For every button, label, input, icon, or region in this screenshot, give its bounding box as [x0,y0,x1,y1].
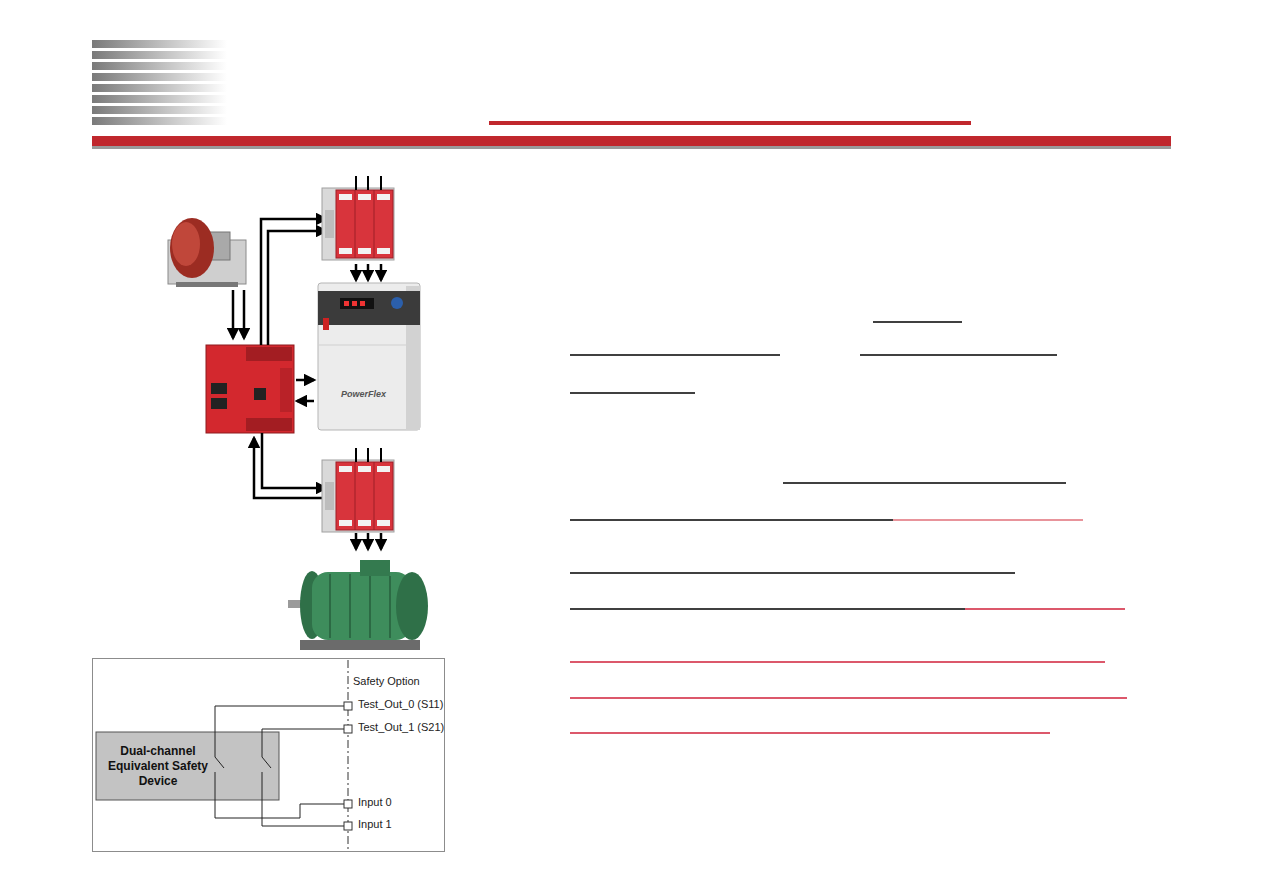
wiring-arrows-part [232,290,235,338]
wiring-schematic-part-part [344,800,352,808]
drive-part [318,283,420,430]
safety-device-box: Dual-channel Equivalent Safety Device [96,732,279,800]
header-stripes-part [92,51,227,59]
pin-name: Input 0 [358,796,392,809]
blank-lines-part [965,608,1125,610]
blank-lines-part [570,519,893,521]
wiring-arrows-part [262,433,326,488]
safety-relay-part [211,383,227,394]
header-stripes-part [92,106,227,114]
drive [318,283,420,430]
title-underline [489,121,971,125]
brand-logo: PowerFlex [341,389,386,399]
motor-part [389,576,391,638]
wiring-schematic-part-part [215,757,224,768]
wiring-arrows-part [380,533,383,549]
wiring-arrows-part [243,290,246,338]
safety-relay-part [211,398,227,409]
pin-name: Input 1 [358,818,392,831]
wiring-arrows-part [268,231,326,345]
motor-part [329,574,331,638]
blank-lines-part [860,354,1057,356]
blank-lines-part [570,572,1015,574]
wiring-schematic [93,659,445,852]
drive-part [318,345,406,346]
header-stripes-part [92,40,227,48]
motor-part [300,640,420,650]
wiring-arrows-part [261,219,326,345]
motor-part [349,574,351,638]
header-stripes-part [92,73,227,81]
header-stripes-part [92,62,227,70]
wiring-schematic-part-part [215,706,344,757]
section-label: Safety Option [353,675,420,688]
estop-button [168,218,246,287]
blank-lines-part [783,482,1066,484]
header-stripes-part [92,117,227,125]
header-stripes [92,40,227,125]
wiring-schematic-part [96,732,279,800]
blank-lines-part [570,354,780,356]
motor-part [369,576,371,638]
wiring-schematic-part [344,702,352,830]
safety-relay-part [280,368,292,412]
drive-part [318,291,420,325]
wiring-arrows-part [380,264,383,280]
pin-name: Test_Out_0 (S11) [358,698,443,711]
blank-lines-part [873,321,962,323]
drive-part [344,301,349,306]
header-stripes-part [92,95,227,103]
wiring-arrows-part [367,533,370,549]
motor-part [360,560,390,576]
wiring-schematic-part [215,706,344,826]
wiring-schematic-part-part [262,772,344,826]
wiring-schematic-part-part [344,702,352,710]
device-label: Dual-channel Equivalent Safety Device [102,744,214,789]
blank-lines-part [570,732,1050,734]
wiring-schematic-part-part [262,729,344,757]
wiring-arrows-part [367,264,370,280]
estop-button-part [172,222,200,266]
header-band-part [92,146,1171,149]
estop-button-part [170,218,214,278]
motor [288,560,428,650]
safety-relay [206,345,294,433]
header-stripes-part [92,84,227,92]
blank-lines-part [570,697,1127,699]
safety-relay-part [206,345,294,433]
pin-name: Test_Out_1 (S21) [358,721,444,734]
drive-part [391,297,403,309]
contactor [322,176,394,260]
header-band-part [92,136,1171,146]
contactor [322,448,394,532]
drive-part [323,318,329,330]
blank-lines [570,322,1127,733]
wiring-schematic-part-part [344,822,352,830]
wiring-arrows-part [355,533,358,549]
blank-lines-part [570,392,695,394]
drive-part [352,301,357,306]
motor-part [396,572,428,640]
wiring-arrows-part [297,400,314,403]
wiring-arrows-part [355,264,358,280]
wiring-schematic-part-part [215,772,344,818]
wiring-schematic-part-part [344,725,352,733]
wiring-schematic-part-part [262,757,271,768]
wiring-schematic-part [93,659,445,852]
header-band [92,136,1171,149]
estop-button-part [176,282,238,287]
safety-relay-part [246,418,292,431]
drive-part [360,301,365,306]
blank-lines-part [893,519,1083,521]
safety-relay-part [246,347,292,361]
wiring-arrows-part [296,379,314,382]
blank-lines-part [570,608,965,610]
blank-lines-part [570,661,1105,663]
drive-part [340,298,374,309]
safety-relay-part [254,388,266,400]
